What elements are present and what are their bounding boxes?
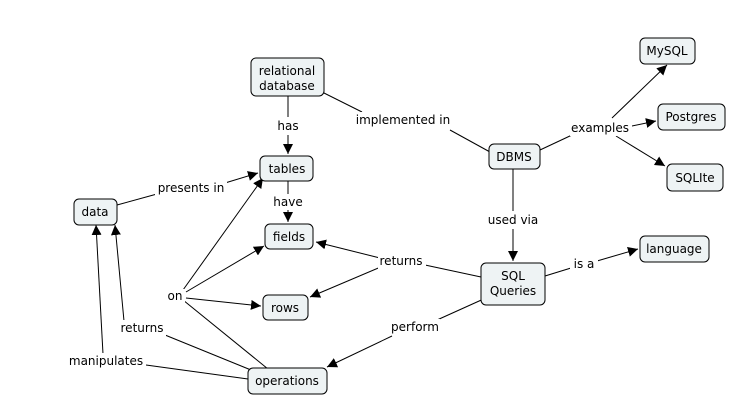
svg-text:rows: rows (271, 301, 299, 315)
svg-text:returns: returns (121, 321, 164, 335)
svg-text:DBMS: DBMS (496, 150, 531, 164)
edge-isa-language (596, 247, 639, 262)
link-has: has (273, 118, 303, 134)
concept-sqlite[interactable]: SQLIte (666, 163, 724, 192)
svg-text:used via: used via (488, 213, 538, 227)
edge-implemented-dbms (449, 129, 491, 153)
link-implemented-in: implemented in (355, 112, 453, 128)
edge-rdb-implemented (321, 91, 363, 113)
svg-text:returns: returns (380, 254, 423, 268)
concept-fields[interactable]: fields (264, 223, 314, 250)
concept-mysql[interactable]: MySQL (639, 37, 696, 65)
svg-text:SQLIte: SQLIte (675, 171, 714, 185)
edge-operations-returns (164, 334, 252, 371)
svg-text:Postgres: Postgres (665, 110, 716, 124)
svg-text:has: has (277, 119, 298, 133)
edge-examples-sqlite (615, 135, 666, 167)
edge-returns-data (110, 224, 125, 322)
edge-returns-fields (315, 239, 381, 259)
edge-examples-postgres (631, 118, 657, 128)
concept-language[interactable]: language (639, 235, 710, 263)
edge-sql-perform (436, 296, 489, 321)
concept-sql-queries[interactable]: SQL Queries (480, 262, 546, 306)
link-returns-fields: returns (378, 253, 426, 269)
svg-text:presents in: presents in (158, 181, 225, 195)
edge-operations-manipulates (145, 364, 249, 380)
edge-sql-isa (544, 267, 572, 277)
edge-sql-returns (424, 264, 482, 278)
edge-perform-operations (326, 335, 393, 368)
edge-on-tables (182, 177, 264, 291)
svg-text:database: database (259, 79, 315, 93)
link-examples: examples (570, 120, 632, 136)
concept-relational-database[interactable]: relational database (250, 57, 325, 97)
svg-text:MySQL: MySQL (646, 44, 688, 58)
edge-dbms-examples (539, 134, 573, 151)
edge-examples-mysql (611, 64, 668, 119)
edge-operations-on (182, 299, 269, 370)
edges (91, 64, 668, 380)
link-have: have (271, 195, 305, 210)
link-used-via: used via (484, 211, 542, 228)
svg-text:Queries: Queries (490, 284, 536, 298)
svg-text:relational: relational (259, 64, 315, 78)
svg-text:manipulates: manipulates (69, 354, 143, 368)
edge-returns-rows (309, 265, 384, 298)
svg-text:have: have (273, 195, 302, 209)
concept-postgres[interactable]: Postgres (657, 103, 726, 131)
svg-text:fields: fields (273, 230, 305, 244)
svg-text:on: on (168, 289, 183, 303)
concept-operations[interactable]: operations (247, 367, 328, 395)
svg-text:operations: operations (255, 374, 319, 388)
svg-text:perform: perform (391, 320, 439, 334)
link-on: on (165, 289, 185, 304)
edge-on-fields (185, 245, 265, 293)
svg-text:examples: examples (571, 121, 629, 135)
edge-on-rows (185, 297, 262, 310)
concept-data[interactable]: data (73, 198, 118, 226)
link-returns-data: returns (118, 320, 166, 336)
svg-text:language: language (646, 242, 702, 256)
svg-text:SQL: SQL (501, 269, 525, 283)
concept-dbms[interactable]: DBMS (488, 143, 541, 170)
svg-text:data: data (81, 205, 108, 219)
edge-manipulates-data (91, 224, 104, 355)
concepts: relational database tables fields rows d… (73, 37, 726, 395)
svg-text:is a: is a (574, 257, 595, 271)
concept-rows[interactable]: rows (262, 294, 309, 321)
concept-tables[interactable]: tables (259, 155, 314, 182)
link-perform: perform (390, 319, 440, 335)
edge-presents-tables (224, 171, 259, 184)
link-manipulates: manipulates (68, 353, 146, 369)
edge-data-presents (116, 193, 158, 206)
svg-text:implemented in: implemented in (356, 113, 451, 127)
svg-text:tables: tables (269, 162, 306, 176)
linking-phrases: has have presents in implemented in exam… (68, 112, 632, 369)
link-is-a: is a (570, 256, 598, 272)
link-presents-in: presents in (155, 181, 227, 196)
